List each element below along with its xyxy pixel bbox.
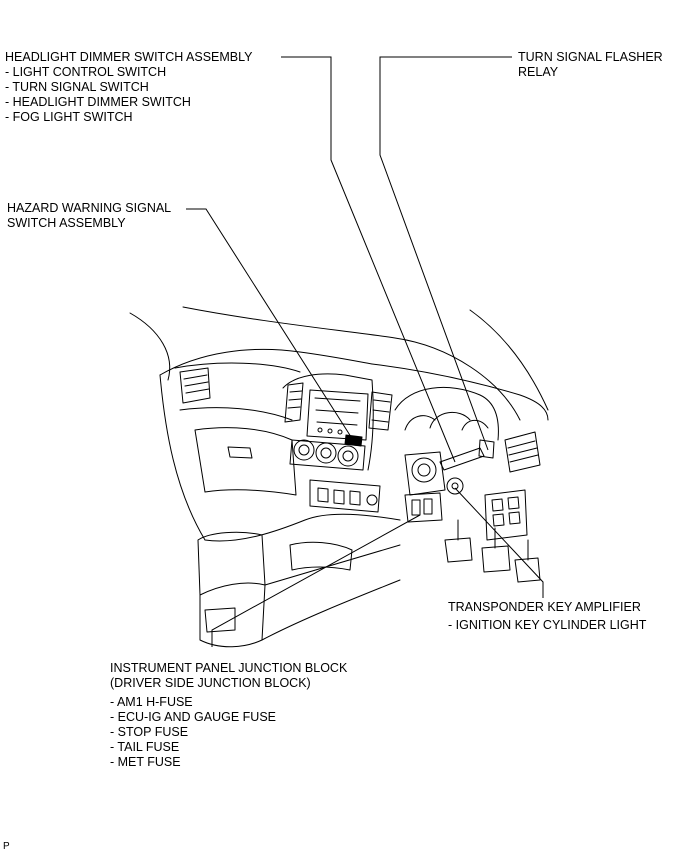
callout-headlight: HEADLIGHT DIMMER SWITCH ASSEMBLY - LIGHT… — [5, 50, 253, 125]
callout-junction-line2: (DRIVER SIDE JUNCTION BLOCK) — [110, 676, 311, 690]
pedal-left — [444, 537, 473, 563]
callout-junction-line1: INSTRUMENT PANEL JUNCTION BLOCK — [110, 661, 348, 675]
leader-transponder — [454, 487, 544, 598]
a-pillar-right — [469, 309, 549, 411]
dash-front-edge — [174, 362, 301, 373]
right-vent — [504, 431, 541, 473]
callout-headlight-item-3: - HEADLIGHT DIMMER SWITCH — [5, 95, 191, 109]
pedal-right — [514, 557, 541, 583]
center-vent-left — [284, 382, 304, 423]
dash-top — [159, 348, 373, 376]
center-vent-right — [368, 391, 393, 431]
climate-knob-right — [337, 445, 359, 467]
lower-dash-line — [204, 513, 401, 542]
callout-hazard-line1: HAZARD WARNING SIGNAL — [7, 201, 172, 215]
callout-junction: INSTRUMENT PANEL JUNCTION BLOCK (DRIVER … — [110, 661, 347, 770]
gauge-center — [429, 412, 471, 429]
callout-transponder-title: TRANSPONDER KEY AMPLIFIER — [448, 600, 641, 614]
dash-top-right — [371, 363, 549, 421]
glovebox-handle — [227, 446, 253, 459]
callout-junction-item-5: - MET FUSE — [110, 755, 181, 769]
glovebox — [194, 427, 297, 496]
pedal-mid — [481, 545, 511, 573]
callout-junction-item-4: - TAIL FUSE — [110, 740, 180, 754]
junction-block — [404, 492, 443, 523]
callout-headlight-item-2: - TURN SIGNAL SWITCH — [5, 80, 149, 94]
left-vent — [179, 367, 211, 404]
climate-knob-left — [293, 439, 315, 461]
lower-console — [309, 479, 381, 513]
gauge-right — [461, 419, 489, 431]
callout-hazard: HAZARD WARNING SIGNAL SWITCH ASSEMBLY — [7, 201, 171, 231]
callout-headlight-title: HEADLIGHT DIMMER SWITCH ASSEMBLY — [5, 50, 253, 64]
callout-junction-item-2: - ECU-IG AND GAUGE FUSE — [110, 710, 276, 724]
flasher-relay — [478, 439, 495, 459]
audio-unit — [306, 389, 369, 441]
roof-line — [182, 306, 521, 421]
callout-transponder: TRANSPONDER KEY AMPLIFIER - IGNITION KEY… — [448, 600, 646, 633]
leader-junction — [211, 514, 421, 647]
callout-hazard-line2: SWITCH ASSEMBLY — [7, 216, 126, 230]
dash-lower-left — [159, 374, 206, 541]
callout-flasher: TURN SIGNAL FLASHER RELAY — [518, 50, 663, 80]
callout-junction-item-3: - STOP FUSE — [110, 725, 189, 739]
windshield-edge — [129, 312, 171, 381]
key-cylinder — [446, 477, 464, 495]
right-switch-panel — [484, 489, 528, 541]
center-stack — [282, 373, 374, 471]
meter-hood — [394, 386, 499, 441]
callout-junction-item-1: - AM1 H-FUSE — [110, 695, 193, 709]
callout-headlight-item-1: - LIGHT CONTROL SWITCH — [5, 65, 167, 79]
combination-switch — [404, 451, 446, 496]
leader-flasher — [379, 56, 512, 451]
callout-flasher-line2: RELAY — [518, 65, 559, 79]
callout-transponder-item-1: - IGNITION KEY CYLINDER LIGHT — [448, 618, 647, 632]
leader-hazard — [186, 208, 354, 441]
leader-headlight — [281, 56, 456, 463]
glovebox-top — [179, 407, 293, 421]
callout-headlight-item-4: - FOG LIGHT SWITCH — [5, 110, 133, 124]
corner-mark: P — [3, 841, 10, 852]
gauge-left — [404, 415, 436, 431]
callout-flasher-line1: TURN SIGNAL FLASHER — [518, 50, 663, 64]
